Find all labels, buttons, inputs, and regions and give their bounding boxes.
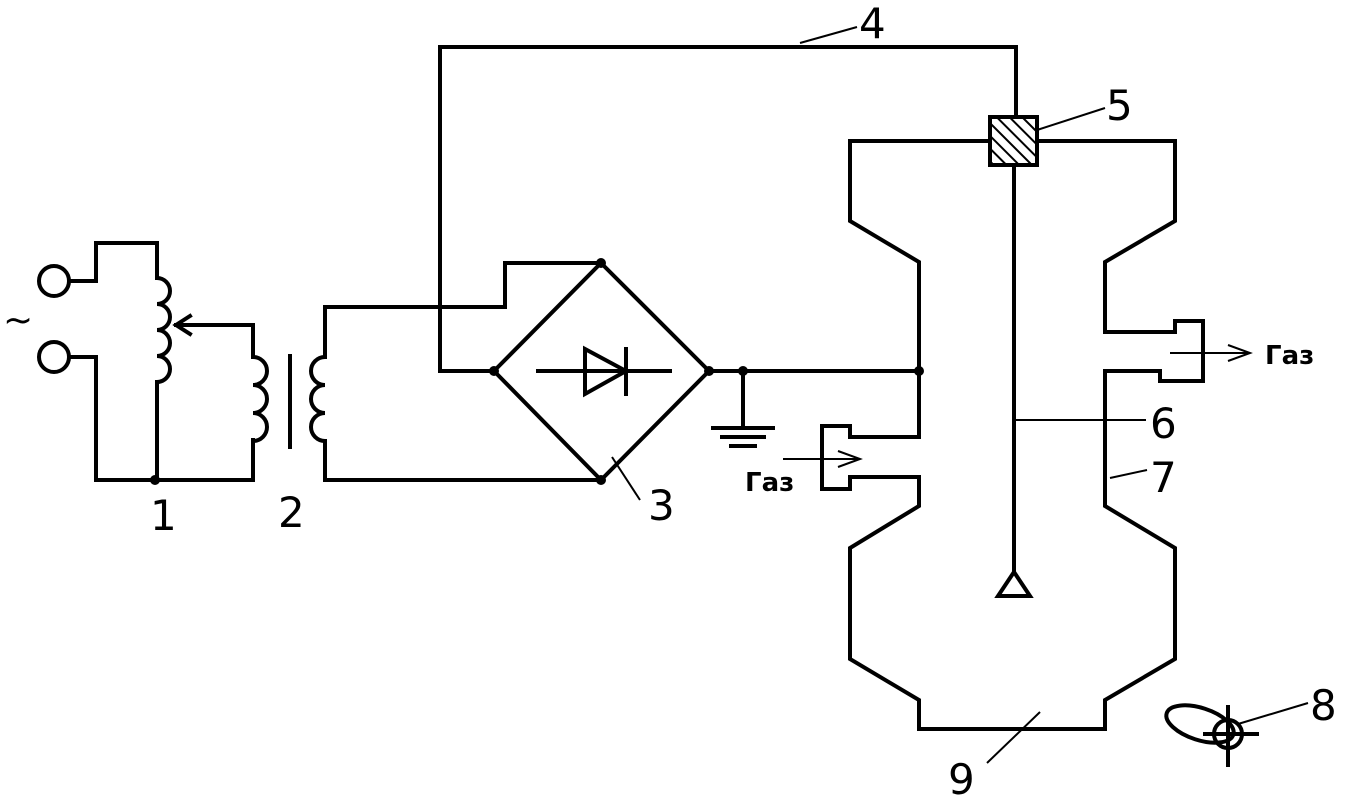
leader-lines [611,26,1309,764]
lead-wire [438,45,1018,373]
label-5: 5 [1106,81,1133,130]
label-4: 4 [859,0,886,48]
label-6: 6 [1150,399,1177,448]
autotransformer [67,241,255,485]
label-2: 2 [278,488,305,537]
terminal-top [37,264,71,298]
ground-connection [707,366,924,448]
gas-inlet-arrow [783,450,863,468]
gas-outlet-arrow [1170,344,1253,362]
gas-inlet-label: Газ [745,468,794,498]
label-9: 9 [948,755,975,804]
gas-outlet-label: Газ [1265,341,1314,371]
label-3: 3 [648,481,675,530]
ac-symbol: ~ [3,300,33,341]
discharge-chamber [820,139,1205,731]
ac-input: ~ [3,264,71,374]
label-7: 7 [1150,453,1177,502]
label-1: 1 [150,491,177,540]
label-8: 8 [1310,681,1337,730]
insulator-bushing [988,115,1039,167]
electrode [994,163,1034,598]
transformer [250,261,603,482]
terminal-bottom [37,340,71,374]
rectifier-bridge [489,258,714,485]
sample-target [1164,703,1259,767]
